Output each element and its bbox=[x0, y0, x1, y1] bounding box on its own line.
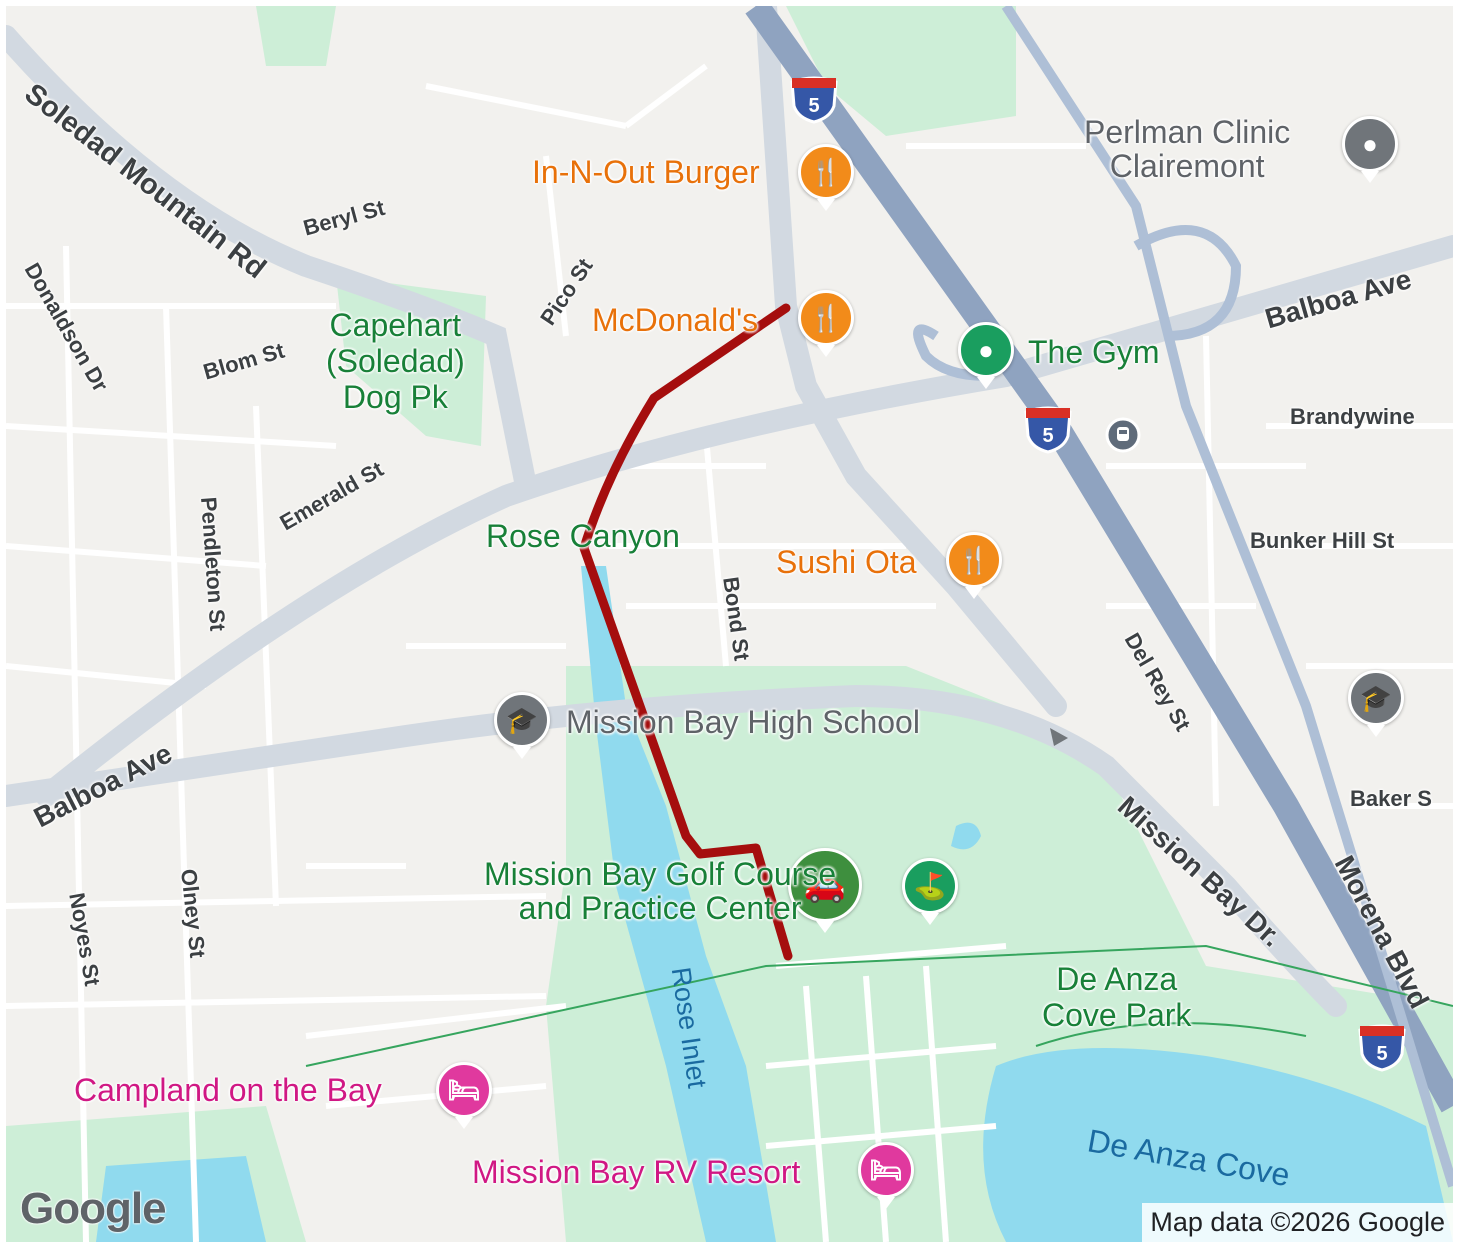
svg-text:5: 5 bbox=[808, 95, 819, 117]
interstate-5-shield-south: 5 bbox=[1358, 1024, 1406, 1072]
restaurant-icon[interactable]: 🍴 bbox=[798, 290, 854, 357]
poi-label-line: and Practice Center bbox=[518, 890, 802, 926]
park-label-capehart[interactable]: Capehart (Soledad) Dog Pk bbox=[326, 307, 465, 415]
park-label-de-anza-cove-park[interactable]: De Anza Cove Park bbox=[1042, 961, 1192, 1034]
school-icon[interactable]: 🎓 bbox=[494, 692, 550, 759]
ramp-loop-west bbox=[913, 324, 987, 381]
poi-label-line: Mission Bay Golf Course bbox=[484, 856, 837, 892]
park-label-line: Cove Park bbox=[1042, 996, 1192, 1033]
park-area-hill bbox=[256, 6, 336, 66]
park-label-rose-canyon[interactable]: Rose Canyon bbox=[486, 518, 680, 554]
balboa-ave-road bbox=[35, 235, 1453, 807]
poi-label-golf[interactable]: Mission Bay Golf Course and Practice Cen… bbox=[484, 858, 836, 924]
school-icon[interactable]: 🎓 bbox=[1348, 670, 1404, 737]
park-label-line: Capehart bbox=[329, 307, 462, 343]
mission-bay-dr-road bbox=[6, 684, 1347, 1017]
poi-label-highschool[interactable]: Mission Bay High School bbox=[566, 704, 920, 740]
poi-label-perlman[interactable]: Perlman Clinic Clairemont bbox=[1084, 116, 1290, 182]
street-label-bunker-hill-st: Bunker Hill St bbox=[1250, 528, 1395, 553]
route-line bbox=[579, 303, 793, 961]
poi-label-innout[interactable]: In-N-Out Burger bbox=[532, 154, 760, 190]
poi-label-sushi[interactable]: Sushi Ota bbox=[776, 544, 917, 580]
street-label-baker-st: Baker S bbox=[1350, 786, 1432, 811]
park-area-north bbox=[786, 6, 1016, 136]
de-anza-cove-water bbox=[983, 1048, 1453, 1242]
restaurant-icon[interactable]: 🍴 bbox=[946, 532, 1002, 599]
map-canvas[interactable]: 5 5 5 ● 🍴 🍴 ● 🍴 🎓 🎓 ⛳ 🛏 🛏 🚗 Perlman Clin… bbox=[6, 6, 1453, 1242]
restaurant-icon[interactable]: 🍴 bbox=[798, 144, 854, 211]
interstate-5-shield-middle: 5 bbox=[1024, 406, 1072, 454]
map-base-layer: 5 5 5 bbox=[6, 6, 1453, 1242]
poi-label-rvresort[interactable]: Mission Bay RV Resort bbox=[472, 1154, 801, 1190]
lodging-icon[interactable]: 🛏 bbox=[436, 1062, 492, 1129]
morena-blvd-road bbox=[1001, 6, 1453, 1188]
ramp-loop bbox=[1133, 225, 1242, 341]
poi-label-gym[interactable]: The Gym bbox=[1028, 334, 1160, 370]
small-pond bbox=[951, 822, 981, 850]
train-icon[interactable] bbox=[1105, 417, 1141, 453]
poi-label-line: Perlman Clinic bbox=[1084, 114, 1291, 150]
interstate-5-shield-north: 5 bbox=[790, 76, 838, 124]
car-icon[interactable]: 🚗 bbox=[788, 848, 862, 933]
interstate-5-road bbox=[745, 6, 1453, 1113]
park-label-line: Dog Pk bbox=[342, 378, 448, 415]
rose-inlet-water bbox=[581, 566, 776, 1242]
golf-icon[interactable]: ⛳ bbox=[902, 858, 958, 925]
lodging-icon[interactable]: 🛏 bbox=[858, 1142, 914, 1209]
park-label-line: (Soledad) bbox=[326, 342, 465, 379]
street-label-brandywine: Brandywine bbox=[1290, 404, 1415, 429]
map-attribution[interactable]: Map data ©2026 Google bbox=[1142, 1203, 1453, 1242]
frontage-road bbox=[755, 6, 1067, 717]
svg-text:5: 5 bbox=[1376, 1043, 1387, 1065]
gym-icon[interactable]: ● bbox=[958, 322, 1014, 389]
park-label-line: De Anza bbox=[1056, 961, 1178, 997]
direction-arrow-icon bbox=[1050, 728, 1068, 746]
poi-label-campland[interactable]: Campland on the Bay bbox=[74, 1072, 382, 1108]
medical-icon[interactable]: ● bbox=[1342, 116, 1398, 183]
svg-text:5: 5 bbox=[1042, 425, 1053, 447]
google-logo: Google bbox=[20, 1184, 167, 1233]
poi-label-line: Clairemont bbox=[1109, 148, 1265, 184]
poi-label-mcdonalds[interactable]: McDonald's bbox=[592, 302, 759, 338]
soledad-mountain-rd-road bbox=[6, 25, 537, 497]
bay-water-southwest bbox=[96, 1156, 266, 1242]
